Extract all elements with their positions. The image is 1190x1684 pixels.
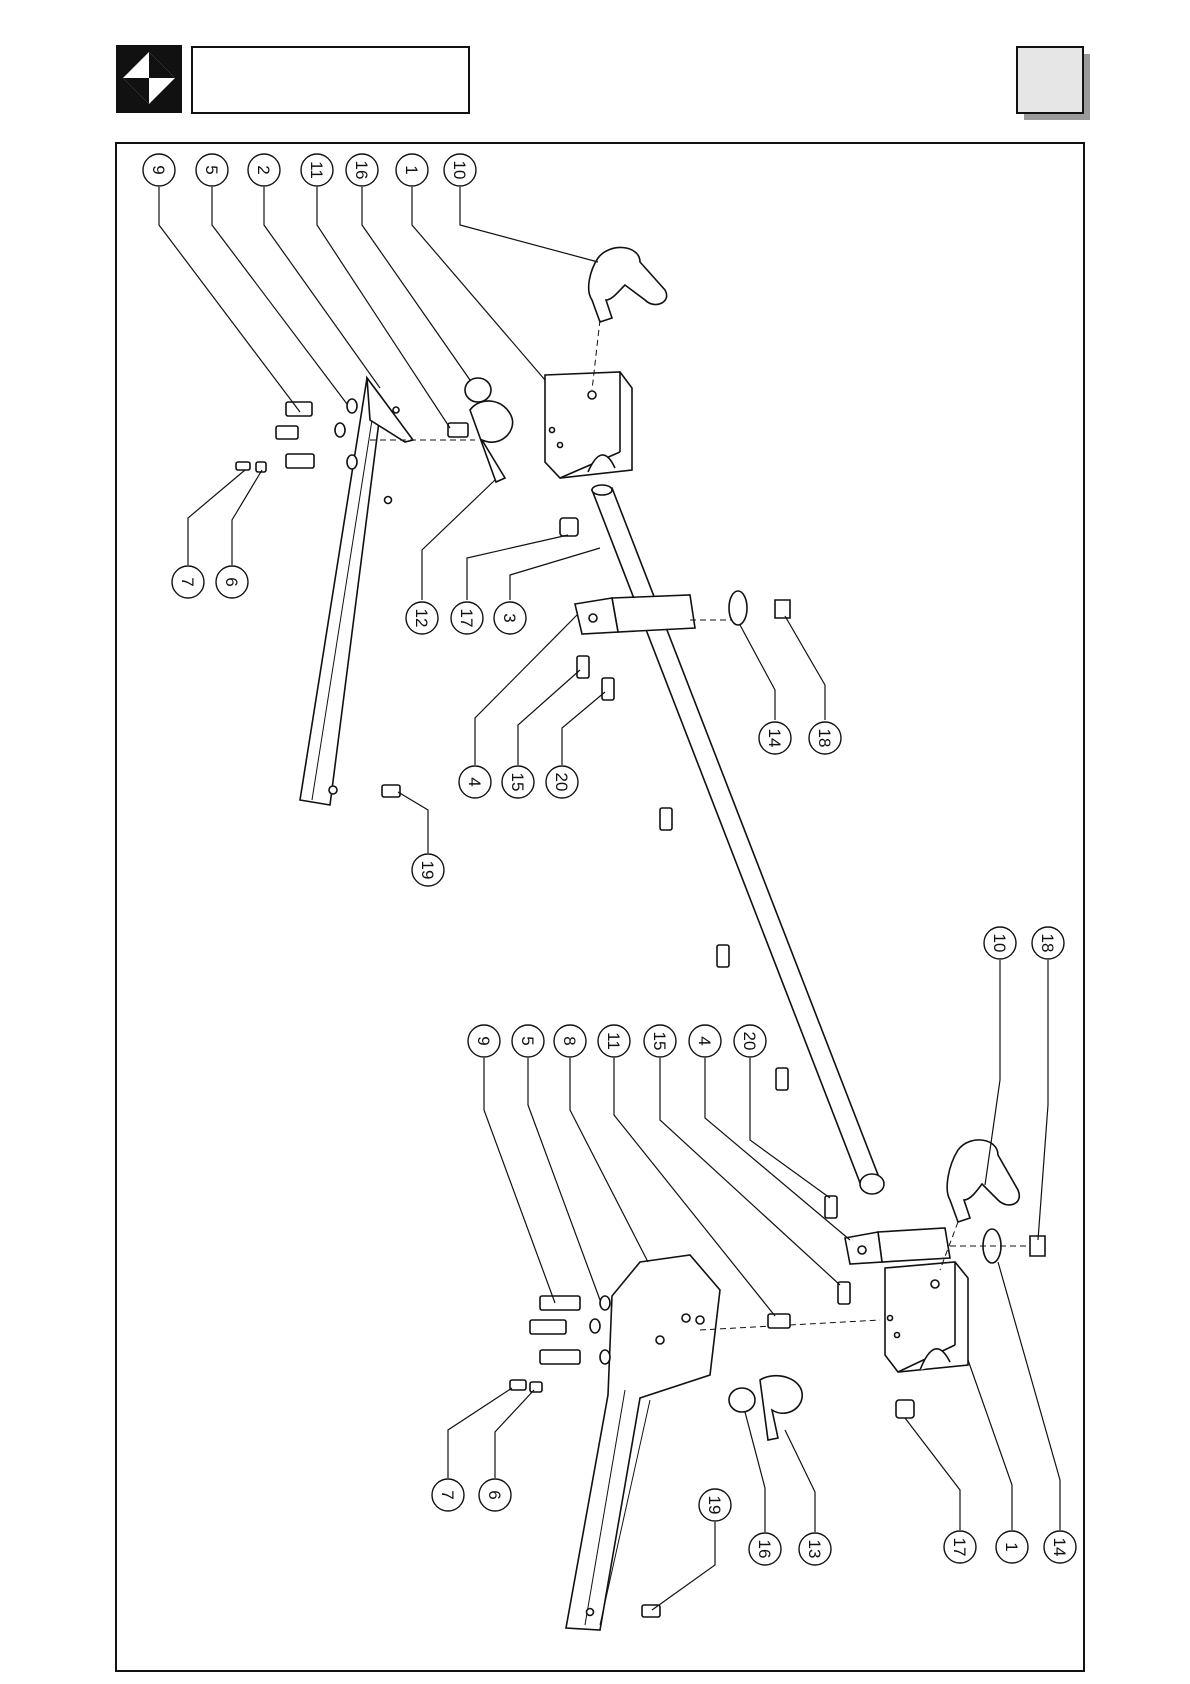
- svg-text:14: 14: [1050, 1538, 1069, 1557]
- svg-text:13: 13: [805, 1540, 824, 1559]
- callout-top-9: 12: [406, 602, 438, 634]
- callout-top-3: 11: [301, 154, 333, 186]
- callout-top-16: 18: [809, 722, 841, 754]
- svg-text:18: 18: [815, 729, 834, 748]
- svg-text:18: 18: [1038, 934, 1057, 953]
- page-number-box: [1017, 47, 1090, 120]
- callout-top-7: 7: [172, 566, 204, 598]
- callout-bottom-13: 13: [799, 1533, 831, 1565]
- svg-text:5: 5: [202, 165, 221, 174]
- svg-text:10: 10: [990, 934, 1009, 953]
- callout-bottom-11: 19: [699, 1489, 731, 1521]
- svg-text:6: 6: [222, 577, 241, 586]
- svg-text:7: 7: [178, 577, 197, 586]
- upper-handle: [589, 247, 667, 322]
- lower-handle: [947, 1140, 1019, 1222]
- svg-text:1: 1: [402, 165, 421, 174]
- svg-text:12: 12: [412, 609, 431, 628]
- svg-text:5: 5: [518, 1036, 537, 1045]
- callout-bottom-10: 6: [479, 1479, 511, 1511]
- svg-text:9: 9: [149, 165, 168, 174]
- callout-bottom-5: 4: [689, 1025, 721, 1057]
- upper-sleeve-bracket: [612, 595, 695, 632]
- callout-bottom-9: 7: [432, 1479, 464, 1511]
- callouts-lower: 9 5 8 11 15 4 20 10 18 7 6 19 16 13 17 1…: [432, 927, 1076, 1565]
- svg-text:15: 15: [650, 1032, 669, 1051]
- callout-bottom-16: 14: [1044, 1531, 1076, 1563]
- svg-text:4: 4: [465, 777, 484, 786]
- upper-clamp-bracket: [470, 401, 513, 482]
- callout-top-4: 16: [346, 154, 378, 186]
- callout-bottom-6: 20: [734, 1025, 766, 1057]
- svg-text:7: 7: [438, 1490, 457, 1499]
- svg-text:15: 15: [508, 773, 527, 792]
- svg-text:4: 4: [695, 1036, 714, 1045]
- callout-bottom-1: 5: [512, 1025, 544, 1057]
- callout-bottom-12: 16: [749, 1533, 781, 1565]
- callout-top-11: 3: [494, 602, 526, 634]
- callout-bottom-2: 8: [554, 1025, 586, 1057]
- title-box: [192, 47, 469, 113]
- svg-text:8: 8: [560, 1036, 579, 1045]
- svg-text:16: 16: [352, 161, 371, 180]
- callout-bottom-4: 15: [644, 1025, 676, 1057]
- svg-text:20: 20: [552, 773, 571, 792]
- svg-text:1: 1: [1002, 1542, 1021, 1551]
- svg-text:20: 20: [740, 1032, 759, 1051]
- callout-top-14: 20: [546, 766, 578, 798]
- svg-text:19: 19: [418, 861, 437, 880]
- svg-text:3: 3: [500, 613, 519, 622]
- callout-top-17: 19: [412, 854, 444, 886]
- svg-text:17: 17: [457, 609, 476, 628]
- svg-text:16: 16: [755, 1540, 774, 1559]
- callout-bottom-3: 11: [598, 1025, 630, 1057]
- company-logo: [116, 45, 182, 113]
- callout-top-0: 9: [143, 154, 175, 186]
- svg-text:19: 19: [705, 1496, 724, 1515]
- svg-text:14: 14: [765, 729, 784, 748]
- callout-top-5: 1: [396, 154, 428, 186]
- svg-text:17: 17: [950, 1538, 969, 1557]
- callout-top-6: 10: [444, 154, 476, 186]
- upper-clamp-block: [545, 372, 632, 478]
- svg-text:9: 9: [474, 1036, 493, 1045]
- callouts-upper: 9 5 2 11 16 1 10 7 6 12 17 3 4 15 20 14 …: [143, 154, 841, 886]
- lower-frame-arm: [566, 1255, 720, 1630]
- upper-frame-rail: [300, 378, 382, 805]
- callout-top-10: 17: [451, 602, 483, 634]
- svg-text:11: 11: [307, 161, 326, 179]
- callout-bottom-0: 9: [468, 1025, 500, 1057]
- callout-top-2: 2: [248, 154, 280, 186]
- svg-text:6: 6: [485, 1490, 504, 1499]
- svg-text:10: 10: [450, 161, 469, 180]
- callout-top-15: 14: [759, 722, 791, 754]
- callout-top-13: 15: [502, 766, 534, 798]
- lower-sleeve-bracket: [878, 1228, 950, 1262]
- callout-top-1: 5: [196, 154, 228, 186]
- svg-text:2: 2: [254, 165, 273, 174]
- callout-bottom-8: 18: [1032, 927, 1064, 959]
- callout-top-12: 4: [459, 766, 491, 798]
- callout-top-8: 6: [216, 566, 248, 598]
- callout-bottom-14: 17: [944, 1531, 976, 1563]
- lower-clamp-bracket: [760, 1376, 802, 1440]
- callout-bottom-15: 1: [996, 1531, 1028, 1563]
- callout-bottom-7: 10: [984, 927, 1016, 959]
- svg-text:11: 11: [604, 1032, 623, 1050]
